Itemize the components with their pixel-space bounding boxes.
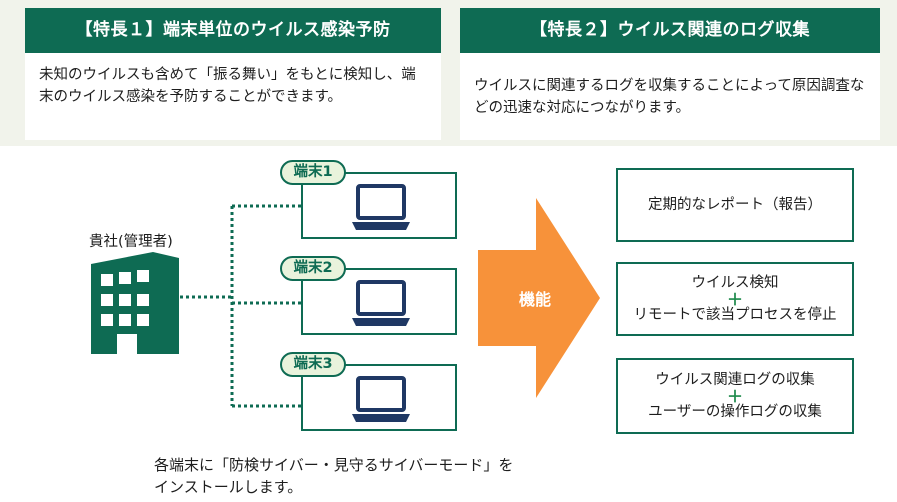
feature-2-card: 【特長２】ウイルス関連のログ収集 ウイルスに関連するログを収集することによって原… xyxy=(460,8,880,140)
terminal-3-tag: 端末3 xyxy=(280,352,346,377)
feature-1-card: 【特長１】端末単位のウイルス感染予防 未知のウイルスも含めて「振る舞い」をもとに… xyxy=(25,8,441,140)
function-detection-line-1: ウイルス検知 xyxy=(691,274,779,291)
system-diagram: 貴社(管理者) 端末1 端末2 端末3 機能 xyxy=(0,146,897,502)
feature-1-body: 未知のウイルスも含めて「振る舞い」をもとに検知し、端末のウイルス感染を予防するこ… xyxy=(39,67,416,105)
terminal-2-tag: 端末2 xyxy=(280,256,346,281)
install-note: 各端末に「防検サイバー・見守るサイバーモード」を インストールします。 xyxy=(154,454,513,498)
hq-label: 貴社(管理者) xyxy=(89,234,173,250)
function-log-line-2: ユーザーの操作ログの収集 xyxy=(648,403,822,420)
feature-1-title: 【特長１】端末単位のウイルス感染予防 xyxy=(25,8,441,53)
plus-icon: ＋ xyxy=(726,289,743,309)
feature-2-title: 【特長２】ウイルス関連のログ収集 xyxy=(460,8,880,53)
function-report: 定期的なレポート（報告） xyxy=(616,168,854,242)
right-arrow xyxy=(478,198,600,398)
install-note-line-1: 各端末に「防検サイバー・見守るサイバーモード」を xyxy=(154,456,514,474)
function-detection-line-2: リモートで該当プロセスを停止 xyxy=(633,306,837,323)
feature-2-body: ウイルスに関連するログを収集することによって原因調査などの迅速な対応につながりま… xyxy=(474,78,865,116)
function-detection: ウイルス検知 ＋ リモートで該当プロセスを停止 xyxy=(616,262,854,336)
connector-lines xyxy=(180,204,301,408)
laptop-icon xyxy=(352,376,410,422)
plus-icon: ＋ xyxy=(726,386,743,406)
terminal-1-tag: 端末1 xyxy=(280,160,346,185)
install-note-line-2: インストールします。 xyxy=(154,478,303,496)
function-report-label: 定期的なレポート（報告） xyxy=(648,196,822,213)
arrow-label: 機能 xyxy=(518,290,551,309)
function-log-collection: ウイルス関連ログの収集 ＋ ユーザーの操作ログの収集 xyxy=(616,358,854,434)
function-log-line-1: ウイルス関連ログの収集 xyxy=(655,371,815,388)
building-icon xyxy=(91,252,179,354)
laptop-icon xyxy=(352,184,410,230)
laptop-icon xyxy=(352,280,410,326)
